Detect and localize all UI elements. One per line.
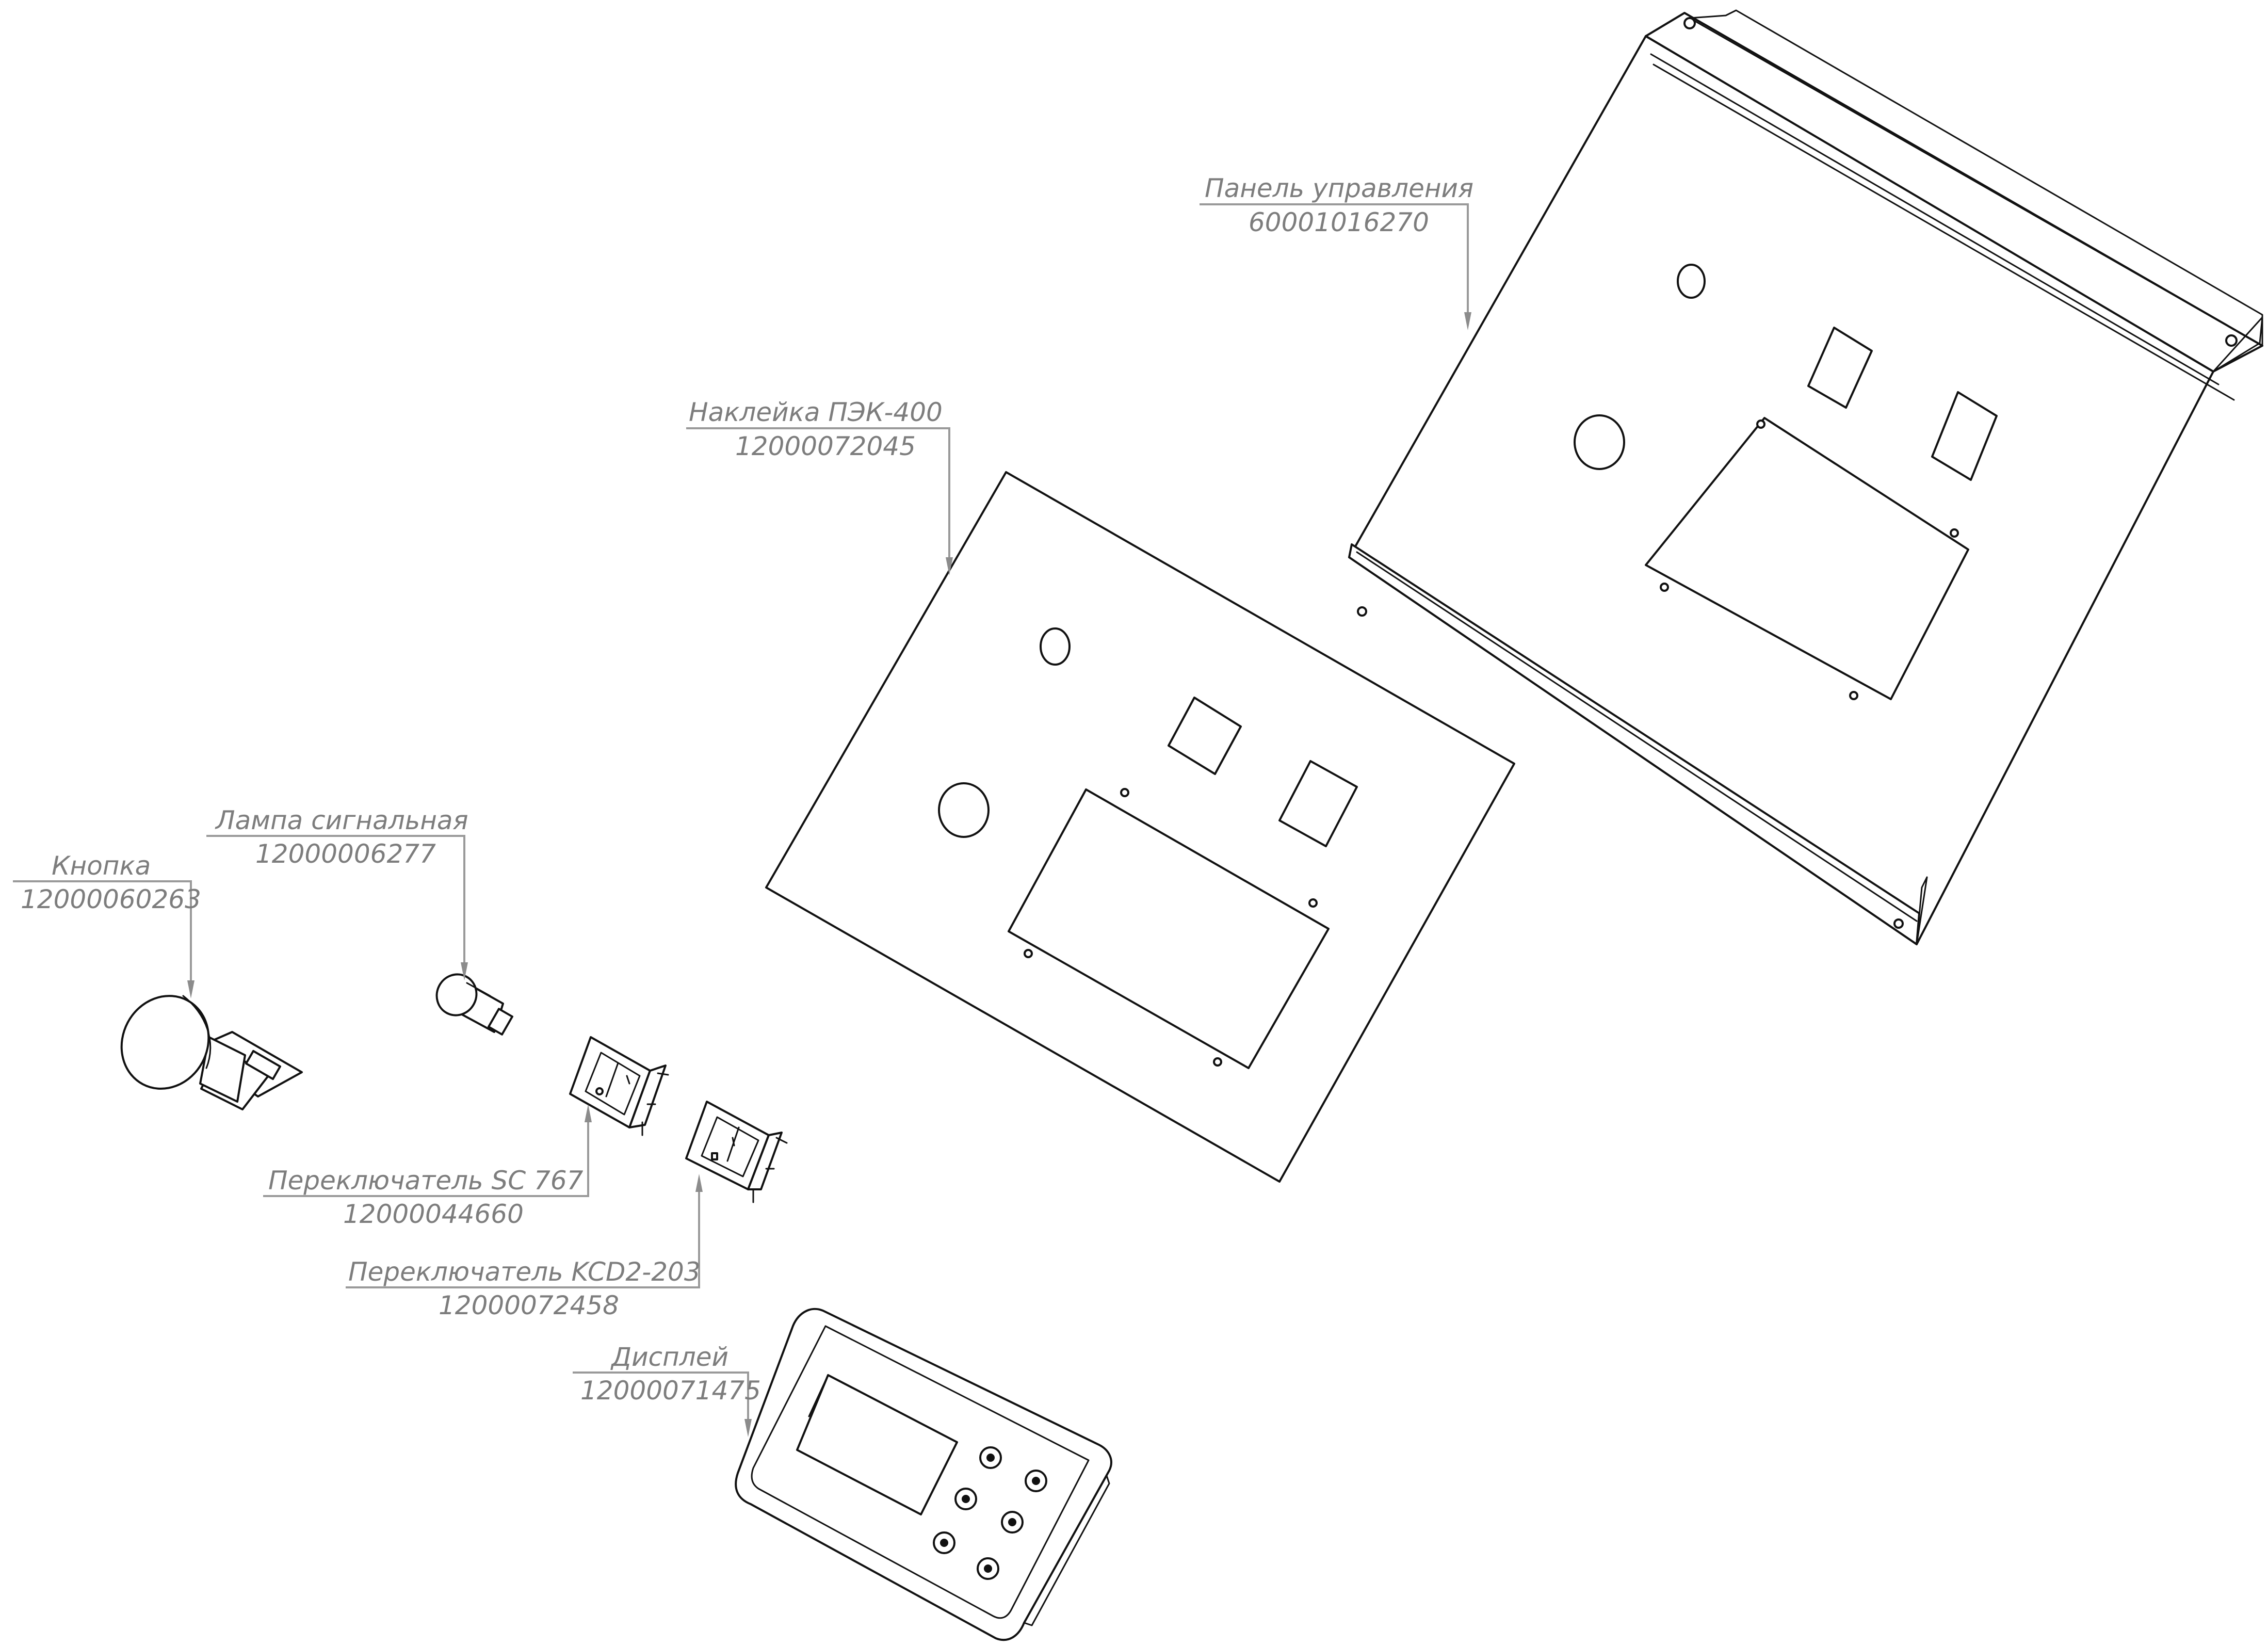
callout-push-button: Кнопка 12000060263: [13, 851, 201, 998]
callout-switch-sc767: Переключатель SC 767 12000044660: [263, 1104, 592, 1229]
display-keypad: [933, 1446, 1047, 1580]
sticker-label: Наклейка ПЭК-400: [689, 397, 943, 427]
signal-lamp-code: 12000006277: [255, 839, 436, 869]
push-button-code: 12000060263: [21, 884, 201, 914]
switch-kcd2-part: [685, 1101, 788, 1203]
callout-display: Дисплей 12000071475: [573, 1342, 761, 1437]
signal-lamp-label: Лампа сигнальная: [215, 805, 468, 835]
display-label: Дисплей: [610, 1342, 728, 1372]
switch-kcd2-label: Переключатель KCD2-203: [348, 1257, 701, 1287]
push-button-part: [120, 995, 303, 1110]
callout-signal-lamp: Лампа сигнальная 12000006277: [206, 805, 468, 980]
callout-sticker: Наклейка ПЭК-400 12000072045: [686, 397, 953, 575]
display-code: 12000071475: [580, 1376, 761, 1406]
callout-control-panel: Панель управления 60001016270: [1200, 173, 1473, 330]
switch-sc767-code: 12000044660: [343, 1199, 524, 1229]
callout-switch-kcd2: Переключатель KCD2-203 12000072458: [346, 1174, 703, 1320]
switch-sc767-label: Переключатель SC 767: [268, 1166, 584, 1196]
switch-kcd2-code: 12000072458: [439, 1290, 619, 1320]
control-panel-code: 60001016270: [1249, 207, 1429, 237]
sticker-code: 12000072045: [735, 431, 916, 461]
control-panel-label: Панель управления: [1205, 173, 1473, 203]
push-button-label: Кнопка: [52, 851, 151, 881]
switch-sc767-part: [569, 1036, 669, 1136]
display-part: [735, 1308, 1112, 1641]
control-panel-part: [1348, 9, 2263, 945]
sticker-part: [765, 471, 1515, 1183]
signal-lamp-part: [435, 973, 513, 1036]
